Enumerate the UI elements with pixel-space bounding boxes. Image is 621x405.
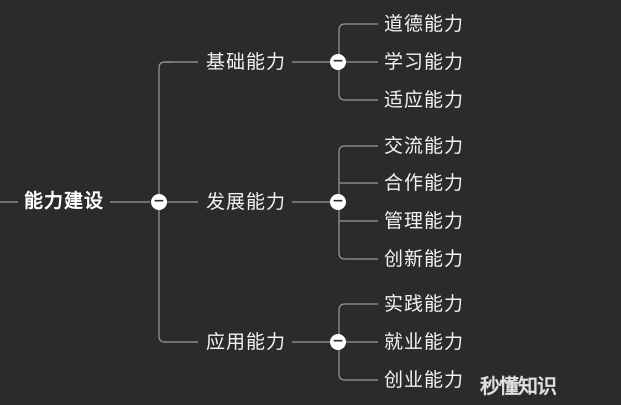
root-node[interactable]: 能力建设 [24,190,105,212]
branch-node-application[interactable]: 应用能力 [206,331,287,353]
leaf-node[interactable]: 学习能力 [384,51,465,73]
leaf-node[interactable]: 就业能力 [384,331,465,353]
leaf-node[interactable]: 合作能力 [384,172,465,194]
leaf-node[interactable]: 交流能力 [384,135,465,157]
leaf-node[interactable]: 道德能力 [384,13,465,35]
root-collapse-toggle[interactable]: − [151,194,167,210]
branch-node-development[interactable]: 发展能力 [206,191,287,213]
branch-application-collapse-toggle[interactable]: − [330,334,346,350]
branch-development-collapse-toggle[interactable]: − [330,194,346,210]
leaf-node[interactable]: 实践能力 [384,293,465,315]
branch-node-basic[interactable]: 基础能力 [206,51,287,73]
leaf-node[interactable]: 管理能力 [384,210,465,232]
leaf-node[interactable]: 创业能力 [384,369,465,391]
leaf-node[interactable]: 适应能力 [384,89,465,111]
branch-basic-collapse-toggle[interactable]: − [330,54,346,70]
watermark-logo: 秒懂知识 [480,374,557,398]
leaf-node[interactable]: 创新能力 [384,248,465,270]
